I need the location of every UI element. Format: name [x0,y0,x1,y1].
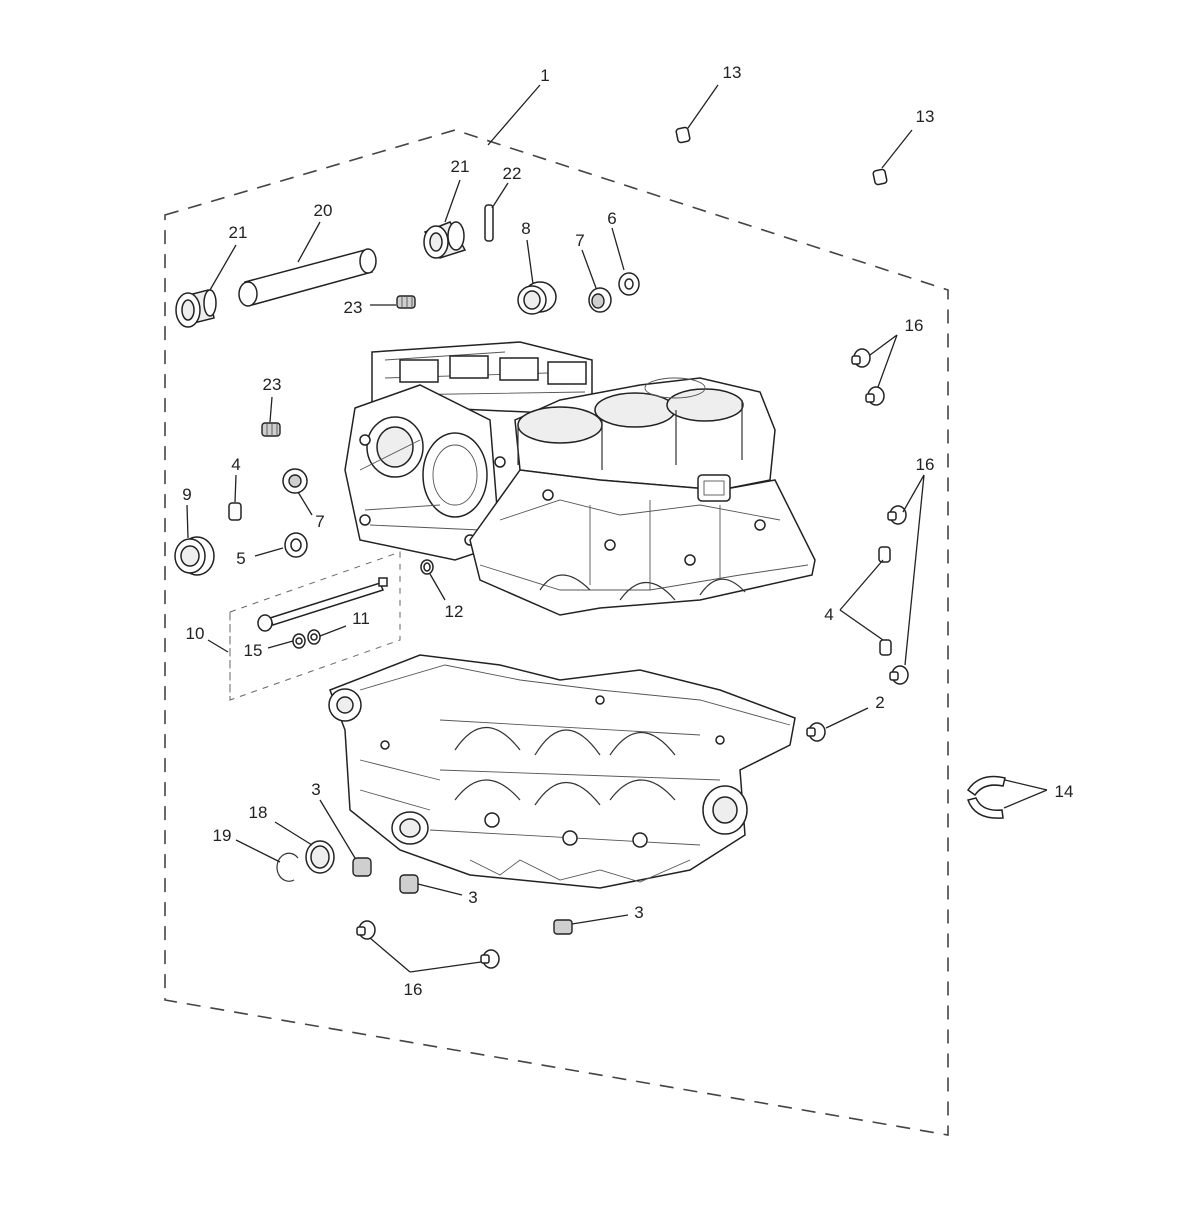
callout-10: 10 [186,624,205,643]
plug-16-bottom-a [356,920,376,940]
dowel-4-right-a [878,546,891,563]
callout-7-b: 7 [315,512,324,531]
dowel-13-upper [675,126,691,144]
plug-16-right-a [851,348,871,368]
pin-22 [484,204,494,242]
callout-23-a: 23 [344,298,363,317]
callout-23-b: 23 [263,375,282,394]
tube-20 [238,248,377,307]
plug-16-bottom-b [480,949,500,969]
callout-22: 22 [503,164,522,183]
callout-13-b: 13 [916,107,935,126]
washer-5 [284,532,308,558]
callout-1: 1 [540,66,549,85]
callout-12: 12 [445,602,464,621]
assembly-boundary [164,129,949,1136]
washer-11 [307,629,321,645]
bearing-shells-14 [966,775,1006,819]
callout-3-c: 3 [634,903,643,922]
plug-16-right-b [865,386,885,406]
plug-16-mid-b [889,665,909,685]
seal-7-left [282,468,308,494]
callout-6: 6 [607,209,616,228]
dowel-4-right-b [879,639,892,656]
dowel-13-right [872,168,888,186]
callout-5: 5 [236,549,245,568]
callout-11: 11 [352,609,370,628]
callout-16-a: 16 [905,316,924,335]
callout-15: 15 [244,641,263,660]
callout-13-a: 13 [723,63,742,82]
callout-21-b: 21 [229,223,248,242]
oring-12 [420,559,434,575]
seal-7-top [588,287,612,313]
bush-21-top [423,221,467,259]
callout-16-b: 16 [916,455,935,474]
callout-4-a: 4 [231,455,240,474]
bush-21-left [175,289,217,328]
seal-18 [305,840,335,874]
plug-23-left [261,422,281,437]
leader-lines [186,84,1048,973]
dowel-4-left [228,502,242,521]
washer-6 [618,272,640,296]
plug-16-mid-a [887,505,907,525]
bearing-8 [517,281,557,315]
callouts: 1 13 13 21 22 20 21 8 7 6 23 16 23 4 16 … [182,63,1073,999]
dowel-3-b [399,874,419,894]
callout-9: 9 [182,485,191,504]
plug-2 [806,722,826,742]
callout-3-a: 3 [311,780,320,799]
dowel-3-c [553,919,573,935]
lower-crankcase [328,654,796,889]
callout-19: 19 [213,826,232,845]
bolt-10 [257,577,388,632]
callout-7-a: 7 [575,231,584,250]
callout-8: 8 [521,219,530,238]
callout-2: 2 [875,693,884,712]
callout-18: 18 [249,803,268,822]
circlip-19 [276,852,299,882]
callout-20: 20 [314,201,333,220]
plug-23-top [396,295,416,309]
callout-4-b: 4 [824,605,833,624]
callout-16-c: 16 [404,980,423,999]
washer-15 [292,633,306,649]
bearing-9 [174,536,215,576]
callout-3-b: 3 [468,888,477,907]
dowel-3-a [352,857,372,877]
upper-crankcase [344,341,816,616]
callout-14: 14 [1055,782,1074,801]
callout-21-a: 21 [451,157,470,176]
